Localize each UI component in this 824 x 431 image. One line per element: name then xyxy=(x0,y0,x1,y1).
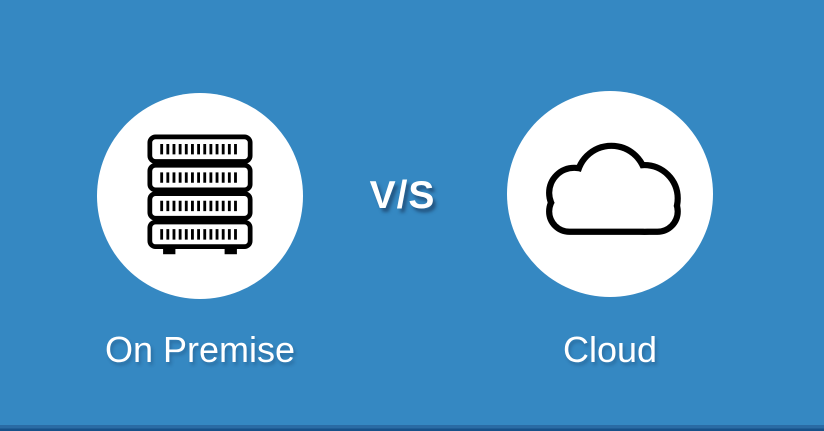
cloud-icon xyxy=(546,142,681,235)
footer-accent-bar xyxy=(0,425,824,431)
versus-text: V/S xyxy=(369,174,436,217)
on-premise-circle xyxy=(97,93,303,299)
cloud-label: Cloud xyxy=(562,329,658,370)
cloud-circle xyxy=(507,91,713,297)
server-rack-icon xyxy=(147,134,253,254)
on-premise-label: On Premise xyxy=(104,329,296,370)
